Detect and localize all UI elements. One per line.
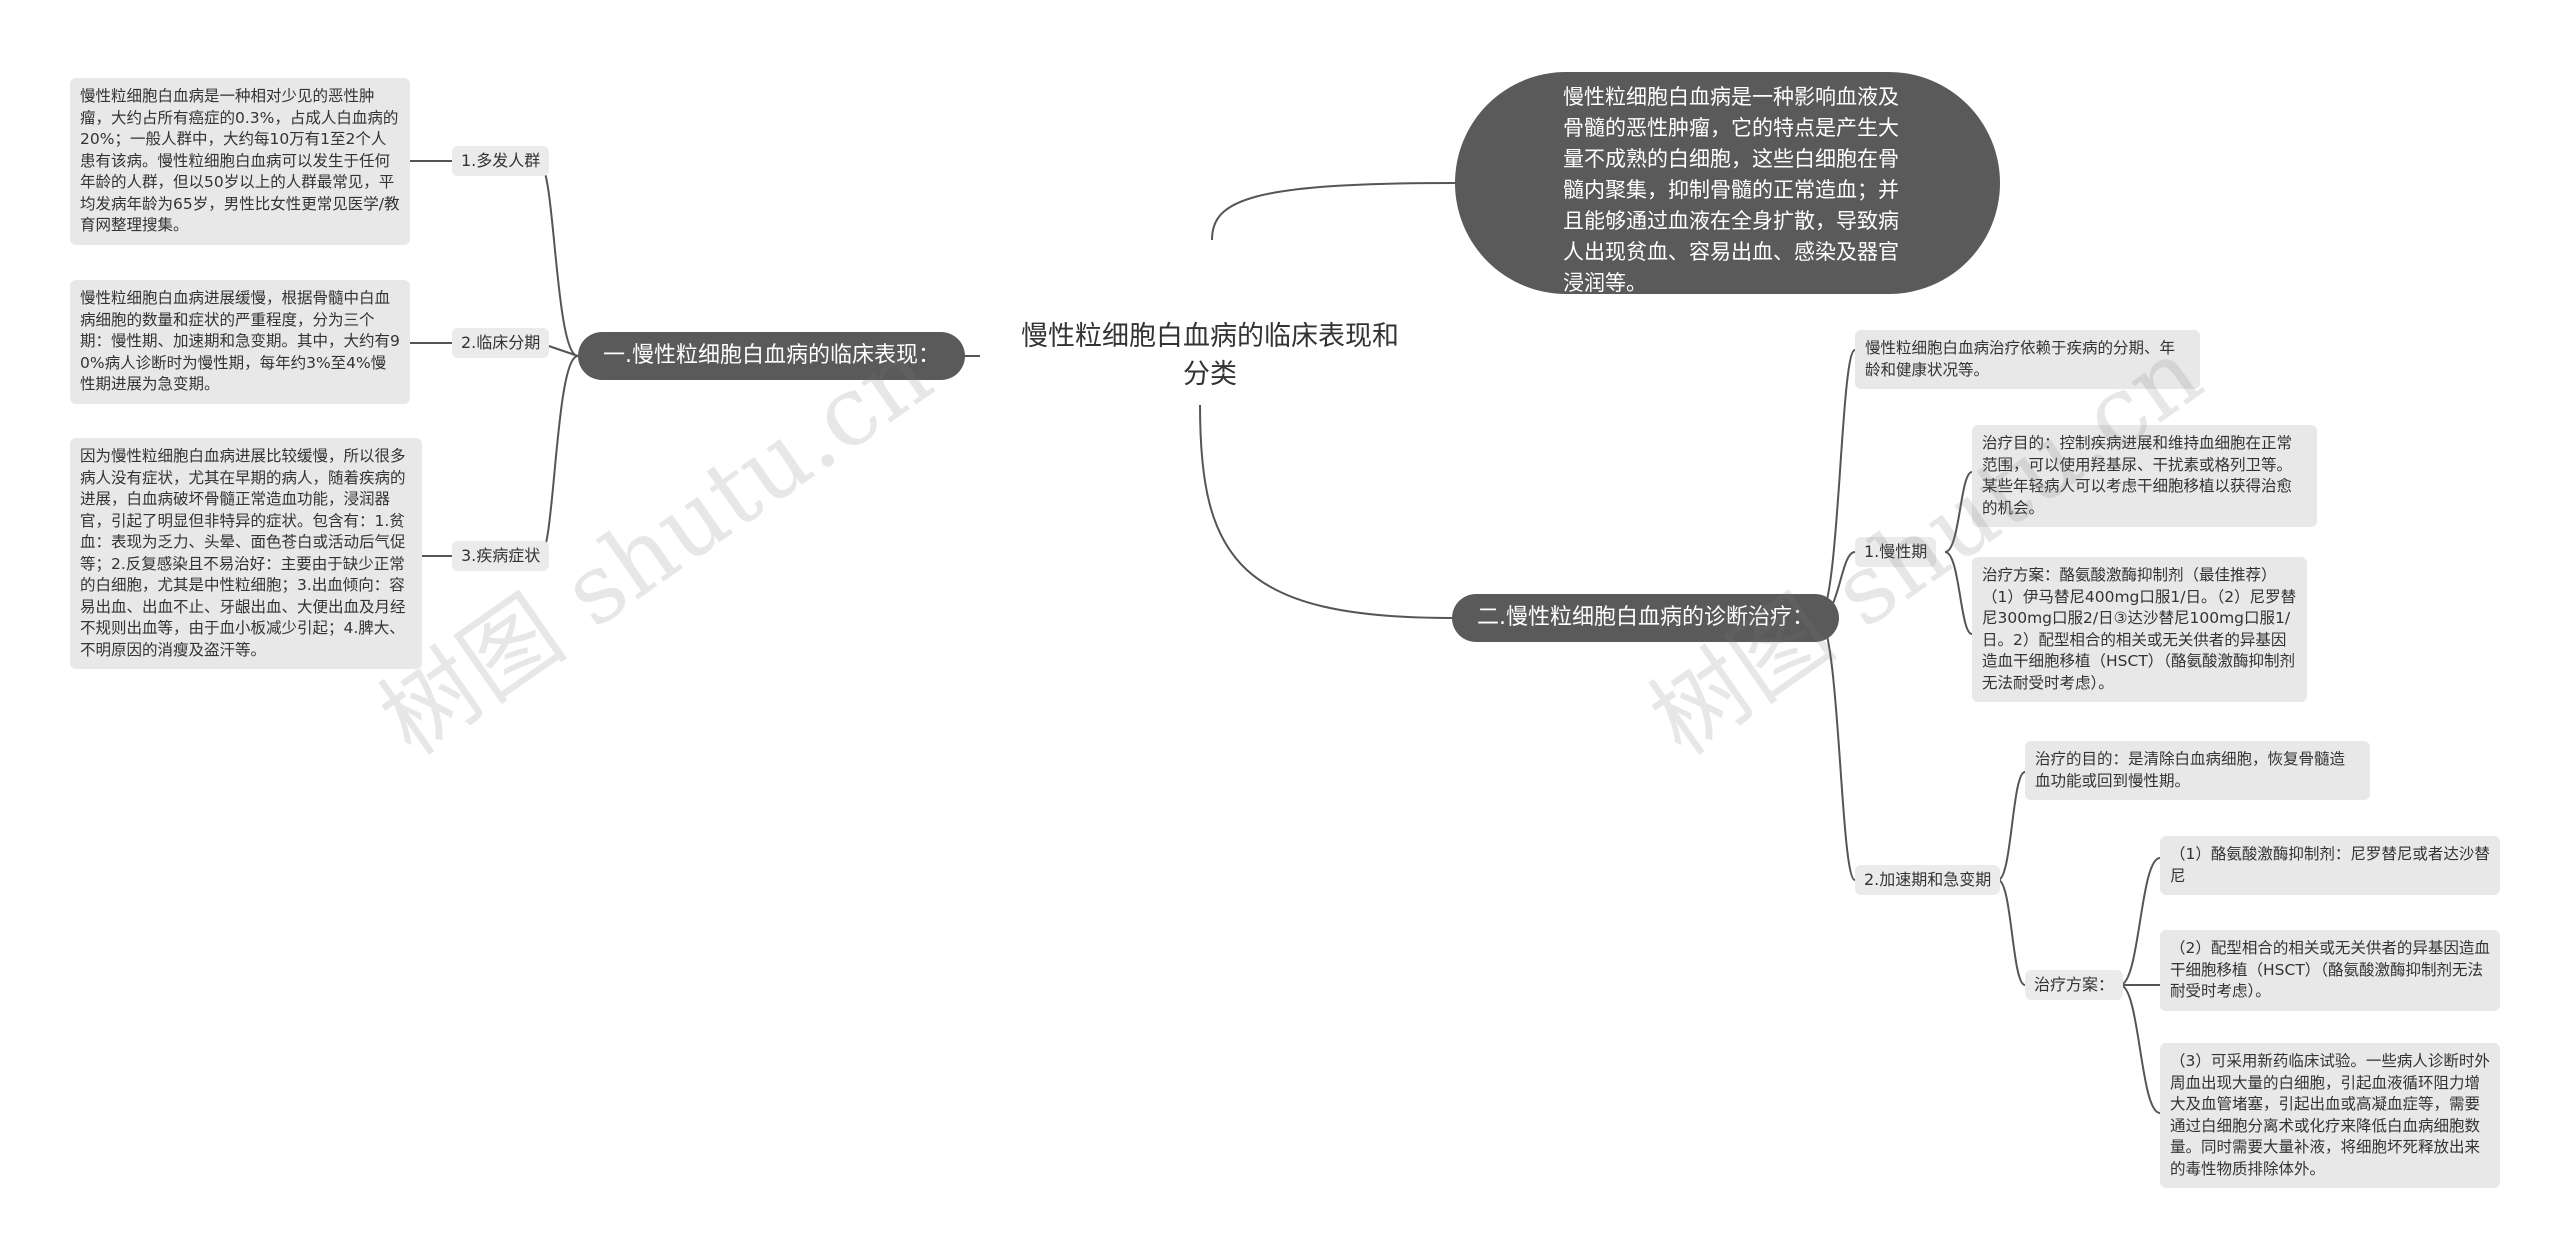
note-symptoms[interactable]: 因为慢性粒细胞白血病进展比较缓慢，所以很多病人没有症状，尤其在早期的病人，随着疾…: [70, 438, 422, 669]
note-accelerated-goal[interactable]: 治疗的目的：是清除白血病细胞，恢复骨髓造血功能或回到慢性期。: [2025, 741, 2370, 800]
label-accelerated-plan[interactable]: 治疗方案：: [2025, 970, 2124, 1000]
intro-bubble[interactable]: 慢性粒细胞白血病是一种影响血液及骨髓的恶性肿瘤，它的特点是产生大量不成熟的白细胞…: [1455, 72, 2000, 295]
label-chronic-phase[interactable]: 1.慢性期: [1855, 537, 1937, 567]
connector-left-bus: [539, 164, 579, 557]
note-treatment-intro[interactable]: 慢性粒细胞白血病治疗依赖于疾病的分期、年龄和健康状况等。: [1855, 330, 2200, 389]
connector-center-bubble: [1211, 182, 1456, 241]
note-chronic-plan[interactable]: 治疗方案：酪氨酸激酶抑制剂（最佳推荐）（1）伊马替尼400mg口服1/日。（2）…: [1972, 557, 2307, 702]
note-chronic-goal[interactable]: 治疗目的：控制疾病进展和维持血细胞在正常范围，可以使用羟基尿、干扰素或格列卫等。…: [1972, 425, 2317, 527]
note-plan-3[interactable]: （3）可采用新药临床试验。一些病人诊断时外周血出现大量的白细胞，引起血液循环阻力…: [2160, 1043, 2500, 1188]
note-stages[interactable]: 慢性粒细胞白血病进展缓慢，根据骨髓中白血病细胞的数量和症状的严重程度，分为三个期…: [70, 280, 410, 404]
label-population[interactable]: 1.多发人群: [452, 146, 550, 176]
left-branch-title[interactable]: 一.慢性粒细胞白血病的临床表现：: [578, 332, 965, 380]
central-topic[interactable]: 慢性粒细胞白血病的临床表现和分类: [1021, 321, 1399, 390]
connector-center-right: [1199, 404, 1453, 619]
connector-accel-sub: [1997, 771, 2026, 986]
note-plan-1[interactable]: （1）酪氨酸激酶抑制剂：尼罗替尼或者达沙替尼: [2160, 836, 2500, 895]
connector-chronic-sub: [1944, 471, 1973, 635]
label-accelerated-phase[interactable]: 2.加速期和急变期: [1855, 865, 2001, 895]
label-stages[interactable]: 2.临床分期: [452, 328, 550, 358]
note-plan-2[interactable]: （2）配型相合的相关或无关供者的异基因造血干细胞移植（HSCT）（酪氨酸激酶抑制…: [2160, 930, 2500, 1011]
label-symptoms[interactable]: 3.疾病症状: [452, 541, 550, 571]
right-branch-title[interactable]: 二.慢性粒细胞白血病的诊断治疗：: [1452, 594, 1839, 642]
note-population[interactable]: 慢性粒细胞白血病是一种相对少见的恶性肿瘤，大约占所有癌症的0.3%，占成人白血病…: [70, 78, 410, 245]
connector-plan-sub: [2119, 857, 2161, 1114]
